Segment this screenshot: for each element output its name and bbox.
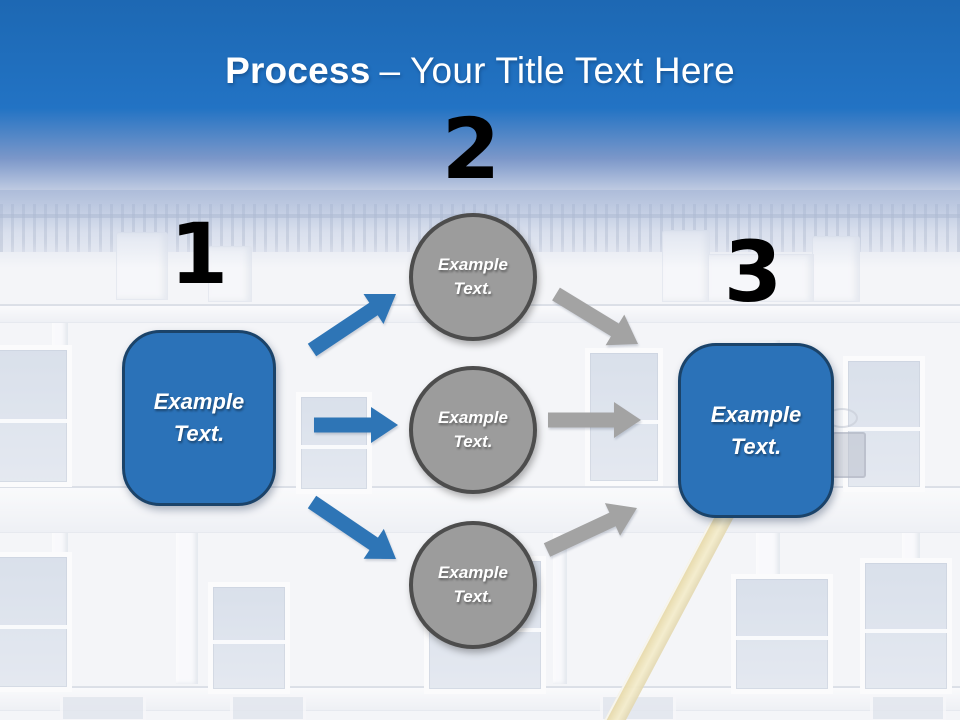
window [731, 574, 833, 694]
gray-arrow-up-icon [543, 503, 637, 557]
blue-arrow-right-icon [314, 407, 398, 443]
window [860, 558, 952, 694]
circle-label: Example Text. [438, 408, 508, 451]
process-end-box: Example Text. [678, 343, 834, 518]
basement-window [230, 694, 306, 720]
window [208, 582, 290, 694]
slide-title: Process– Your Title Text Here [0, 50, 960, 92]
step-number-2: 2 [441, 100, 501, 198]
circle-label: Example Text. [438, 255, 508, 298]
step-number-3: 3 [723, 223, 783, 321]
process-start-box: Example Text. [122, 330, 276, 506]
slide-title-emphasis: Process [225, 50, 371, 91]
process-circle-bottom: Example Text. [409, 521, 537, 649]
window [0, 552, 72, 692]
process-circle-middle: Example Text. [409, 366, 537, 494]
gray-arrow-right-icon [548, 402, 641, 438]
window [0, 345, 72, 487]
slide-title-rest: – Your Title Text Here [379, 50, 735, 91]
circle-label: Example Text. [438, 563, 508, 606]
basement-window [870, 694, 946, 720]
step-number-1: 1 [169, 205, 229, 303]
end-box-label: Example Text. [710, 401, 802, 459]
blue-arrow-down-icon [307, 495, 396, 559]
process-circle-top: Example Text. [409, 213, 537, 341]
pilaster [176, 488, 198, 684]
blue-arrow-up-icon [307, 294, 396, 357]
gray-arrow-down-icon [552, 287, 638, 346]
window [296, 392, 372, 494]
cherry-picker-basket [832, 432, 866, 478]
start-box-label: Example Text. [153, 389, 245, 446]
